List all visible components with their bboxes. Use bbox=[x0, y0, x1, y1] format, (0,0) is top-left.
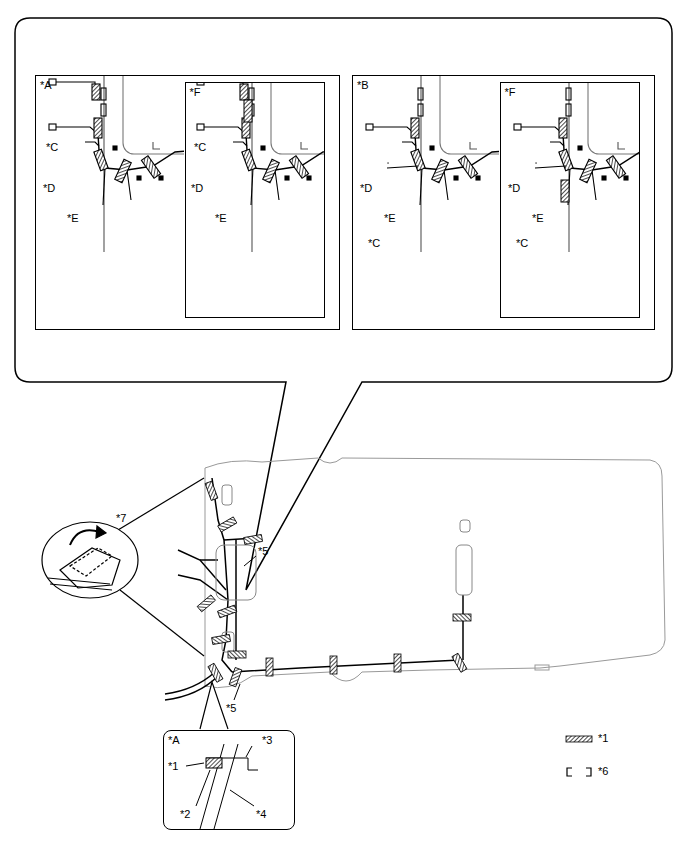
panel-letter: *B bbox=[353, 76, 369, 92]
detail-panel: *A *F bbox=[35, 75, 340, 330]
drawing-line bbox=[230, 790, 254, 806]
drawing-path bbox=[178, 575, 228, 600]
drawing-rect bbox=[163, 730, 295, 830]
drawing-g bbox=[514, 83, 639, 252]
drawing-line bbox=[118, 478, 204, 530]
drawing-line bbox=[244, 556, 256, 566]
drawing-rect bbox=[228, 651, 246, 658]
drawing-path bbox=[200, 682, 228, 729]
drawing-rect bbox=[218, 605, 237, 618]
panel-letter: *A bbox=[164, 731, 180, 747]
callout-number: *5 bbox=[226, 702, 236, 715]
drawing-use bbox=[535, 163, 566, 168]
drawing-use bbox=[197, 83, 248, 100]
drawing-path bbox=[567, 768, 591, 776]
callout-number: *5 bbox=[258, 545, 268, 558]
callout-letter: *E bbox=[215, 212, 227, 225]
drawing-path bbox=[212, 478, 232, 672]
legend-label: *1 bbox=[598, 732, 608, 745]
drawing-ellipse bbox=[42, 522, 138, 598]
detail-panel: *F bbox=[185, 82, 325, 318]
drawing-rect bbox=[206, 758, 222, 768]
drawing-use bbox=[514, 83, 639, 252]
drawing-g bbox=[197, 481, 471, 687]
drawing-line bbox=[186, 763, 204, 766]
callout-number: *2 bbox=[180, 808, 190, 821]
drawing-rect bbox=[266, 658, 273, 676]
callout-number: *1 bbox=[168, 760, 178, 773]
drawing-path bbox=[200, 559, 218, 561]
drawing-rect bbox=[222, 485, 232, 505]
callout-number: *4 bbox=[256, 808, 266, 821]
drawing-path bbox=[165, 672, 215, 694]
drawing-use bbox=[197, 83, 324, 252]
drawing-rect bbox=[229, 668, 242, 687]
drawing-g bbox=[165, 478, 463, 700]
callout-letter: *C bbox=[194, 141, 206, 154]
callout-number: *7 bbox=[116, 512, 126, 525]
drawing-rect bbox=[208, 663, 223, 682]
panel-letter: *F bbox=[501, 83, 516, 99]
callout-letter: *D bbox=[360, 182, 372, 195]
drawing-path bbox=[214, 744, 238, 829]
panel-letter: *F bbox=[186, 83, 201, 99]
drawing-rect bbox=[205, 481, 218, 500]
drawing-use bbox=[49, 79, 100, 100]
detail-panel: *B *F bbox=[352, 75, 655, 330]
drawing-rect bbox=[218, 517, 237, 532]
drawing-path bbox=[96, 526, 106, 538]
drawing-path bbox=[462, 595, 464, 660]
drawing-g bbox=[49, 76, 184, 252]
drawing-rect bbox=[460, 520, 470, 532]
panel-letter: *A bbox=[36, 76, 52, 92]
drawing-line bbox=[234, 684, 240, 700]
drawing-rect bbox=[456, 545, 472, 595]
drawing-path bbox=[70, 548, 112, 576]
callout-letter: *C bbox=[46, 141, 58, 154]
drawing-g bbox=[186, 744, 258, 829]
callout-letter: *C bbox=[368, 237, 380, 250]
drawing-rect bbox=[330, 656, 337, 674]
callout-letter: *C bbox=[516, 237, 528, 250]
drawing-rect bbox=[500, 82, 640, 318]
drawing-g bbox=[197, 83, 324, 252]
drawing-path bbox=[206, 758, 258, 770]
drawing-use bbox=[366, 76, 499, 252]
drawing-rect bbox=[197, 595, 215, 612]
legend-label: *6 bbox=[598, 765, 608, 778]
drawing-path bbox=[48, 578, 112, 590]
callout-letter: *E bbox=[384, 212, 396, 225]
callout-letter: *E bbox=[67, 212, 79, 225]
callout-letter: *D bbox=[191, 182, 203, 195]
detail-panel: *F bbox=[500, 82, 640, 318]
drawing-rect bbox=[185, 82, 325, 318]
drawing-rect bbox=[453, 614, 471, 621]
drawing-path bbox=[178, 550, 226, 590]
drawing-rect bbox=[394, 654, 401, 672]
drawing-rect bbox=[212, 634, 231, 644]
callout-letter: *D bbox=[508, 182, 520, 195]
drawing-rect bbox=[244, 100, 252, 122]
drawing-use bbox=[387, 163, 418, 168]
callout-frame bbox=[15, 18, 672, 590]
drawing-g bbox=[216, 485, 472, 652]
drawing-use bbox=[49, 76, 184, 252]
drawing-rect bbox=[566, 736, 592, 742]
drawing-line bbox=[120, 590, 204, 656]
drawing-g bbox=[42, 478, 204, 656]
callout-letter: *D bbox=[43, 182, 55, 195]
drawing-rect bbox=[244, 534, 263, 544]
drawing-rect bbox=[216, 545, 256, 600]
drawing-path bbox=[205, 458, 665, 688]
callout-number: *3 bbox=[262, 734, 272, 747]
drawing-g bbox=[366, 76, 499, 252]
drawing-rect bbox=[535, 665, 549, 670]
drawing-line bbox=[196, 770, 210, 806]
callout-letter: *E bbox=[532, 212, 544, 225]
drawing-rect bbox=[452, 653, 467, 672]
drawing-line bbox=[246, 746, 252, 757]
drawing-rect bbox=[561, 180, 569, 202]
